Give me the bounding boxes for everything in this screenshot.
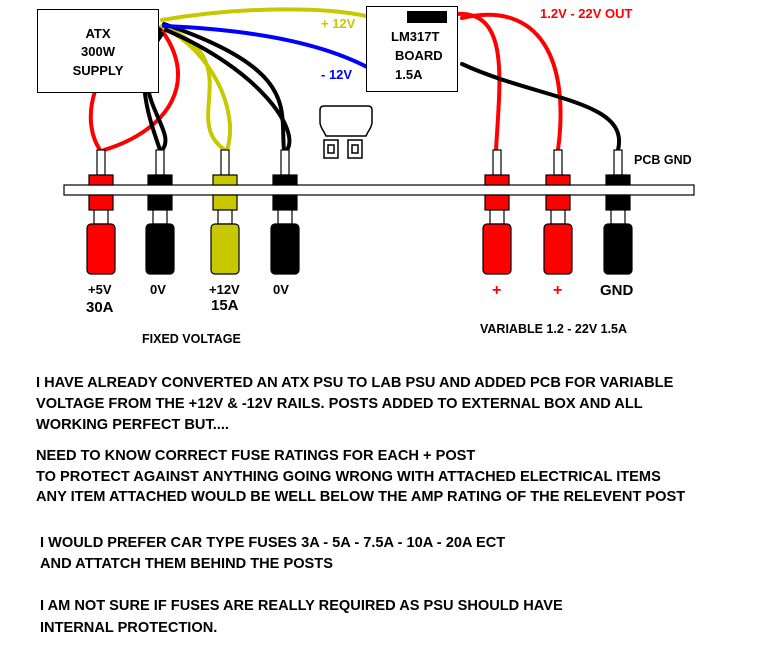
text-line-5: TO PROTECT AGAINST ANYTHING GOING WRONG … [36,469,661,485]
lm317-line3: 1.5A [395,67,423,82]
fuse-icon [319,105,373,159]
atx-line3: SUPPLY [72,63,124,78]
wire-red-out-1 [454,11,502,152]
post-label-var2: + [553,282,563,299]
text-line-4: NEED TO KNOW CORRECT FUSE RATINGS FOR EA… [36,448,476,464]
post-12v [210,149,240,275]
label-out: 1.2V - 22V OUT [540,6,633,21]
text-line-8: AND ATTATCH THEM BEHIND THE POSTS [40,556,333,572]
atx-line2: 300W [81,44,115,59]
lm317-line2: BOARD [395,48,443,63]
binding-posts [86,149,633,275]
post-0v-b [270,149,300,275]
post-label-gnd: GND [600,282,634,299]
section-fixed-voltage: FIXED VOLTAGE [142,332,241,346]
front-panel [63,184,695,196]
wire-black-0v-b [162,22,286,152]
label-plus-12v: + 12V [321,16,356,31]
post-label-12v-amp: 15A [211,297,239,314]
atx-line1: ATX [85,26,111,41]
post-gnd [603,149,633,275]
wire-yellow-to-lm [160,7,368,22]
post-var-2 [543,149,573,275]
post-label-12v: +12V [209,282,240,297]
post-label-0v-b: 0V [273,282,289,297]
post-label-var1: + [492,282,502,299]
text-line-7: I WOULD PREFER CAR TYPE FUSES 3A - 5A - … [40,535,506,551]
lm317-board-box: LM317T BOARD 1.5A [366,6,458,92]
label-minus-12v: - 12V [321,67,353,82]
wire-red-out-2 [460,12,563,152]
text-line-1: I HAVE ALREADY CONVERTED AN ATX PSU TO L… [36,375,674,391]
label-pcb-gnd: PCB GND [634,153,692,167]
wire-blue-to-lm [162,24,378,74]
text-line-10: INTERNAL PROTECTION. [40,620,218,636]
atx-supply-box: ATX 300W SUPPLY [37,9,159,93]
wire-black-gnd [460,62,622,152]
post-var-1 [482,149,512,275]
section-variable-voltage: VARIABLE 1.2 - 22V 1.5A [480,322,628,336]
post-label-5v: +5V [88,282,112,297]
post-5v [86,149,116,275]
post-0v-a [145,149,175,275]
post-label-0v-a: 0V [150,282,166,297]
post-label-5v-amp: 30A [86,299,114,316]
lm317-line1: LM317T [391,29,440,44]
text-line-2: VOLTAGE FROM THE +12V & -12V RAILS. POST… [36,396,643,412]
lm317-chip-icon [407,11,447,23]
wire-red-5v-2 [102,26,180,152]
text-line-9: I AM NOT SURE IF FUSES ARE REALLY REQUIR… [40,598,563,614]
text-line-3: WORKING PERFECT BUT.... [36,417,229,433]
text-line-6: ANY ITEM ATTACHED WOULD BE WELL BELOW TH… [36,489,686,505]
wire-black-0v-b2 [164,28,292,152]
